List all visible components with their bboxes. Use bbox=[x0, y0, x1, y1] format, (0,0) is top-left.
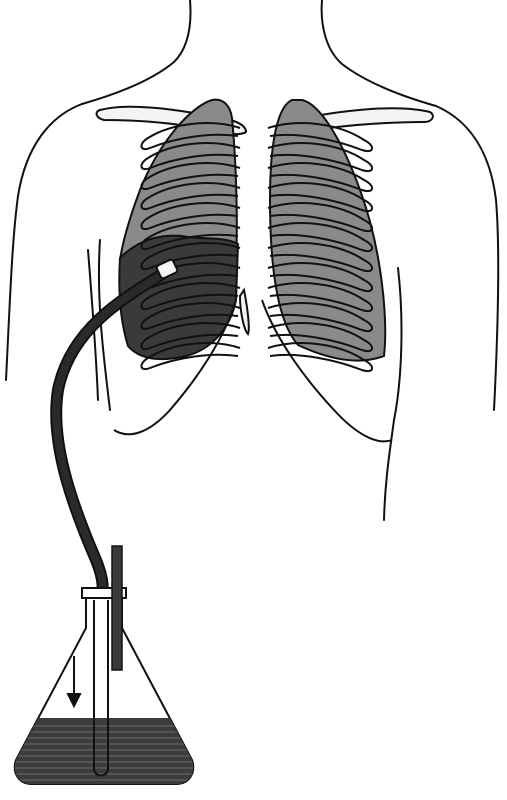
vent-tube bbox=[112, 546, 122, 670]
neck-left bbox=[82, 0, 190, 104]
xiphoid bbox=[240, 290, 249, 334]
right-side bbox=[384, 268, 401, 520]
drained-fluid bbox=[0, 718, 210, 788]
clavicles bbox=[97, 107, 433, 134]
right-shoulder bbox=[436, 106, 498, 410]
left-shoulder bbox=[6, 104, 82, 380]
neck-right bbox=[322, 0, 436, 106]
torso-outline bbox=[6, 0, 498, 520]
